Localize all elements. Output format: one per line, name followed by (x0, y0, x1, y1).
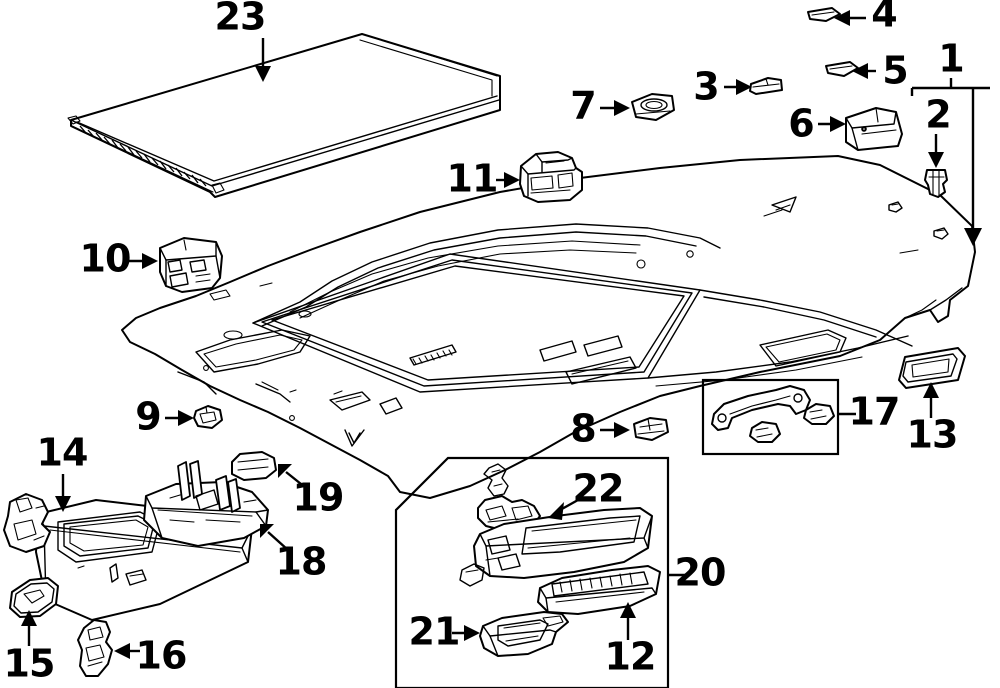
leader-3 (724, 79, 752, 95)
part-15-visor-support-cap[interactable] (9, 577, 59, 618)
callout-number-20[interactable]: 20 (675, 551, 727, 595)
callout-number-17[interactable]: 17 (849, 390, 901, 434)
assist-grip-cap-left[interactable] (749, 421, 781, 443)
leader-1 (910, 78, 990, 246)
callout-number-13[interactable]: 13 (907, 413, 959, 457)
callout-number-6[interactable]: 6 (788, 102, 814, 146)
callout-number-22[interactable]: 22 (573, 467, 625, 511)
leader-12 (620, 602, 636, 640)
leader-19 (278, 464, 307, 489)
callout-number-16[interactable]: 16 (136, 634, 188, 678)
part-13-dome-lamp-lens[interactable] (898, 347, 966, 389)
part-12-map-lamp-lens[interactable] (537, 565, 661, 615)
assist-grip-cap-right[interactable] (803, 403, 835, 425)
callout-number-12[interactable]: 12 (605, 635, 657, 679)
group-box-20-console-subassembly[interactable] (394, 456, 670, 688)
leader-6 (818, 116, 846, 132)
callout-number-23[interactable]: 23 (215, 0, 267, 39)
part-19-lamp-bulb[interactable] (231, 451, 277, 481)
callout-number-14[interactable]: 14 (37, 431, 89, 475)
part-1-headliner-main-panel[interactable] (121, 155, 976, 499)
callout-number-3[interactable]: 3 (693, 65, 719, 109)
console-housing-body[interactable] (459, 507, 653, 587)
leader-14 (55, 474, 71, 512)
leader-16 (114, 643, 140, 659)
part-8-clip-bracket[interactable] (633, 417, 669, 441)
leader-9 (165, 410, 194, 426)
leader-7 (600, 100, 630, 116)
leader-2 (928, 134, 944, 168)
group-box-17-assist-grips[interactable] (701, 378, 840, 456)
part-10-sunroof-switch[interactable] (159, 237, 223, 293)
callout-number-9[interactable]: 9 (135, 395, 161, 439)
assist-grip-bar[interactable] (711, 385, 811, 431)
leader-23 (255, 38, 271, 82)
leader-4 (834, 10, 866, 26)
leader-5 (852, 63, 876, 79)
callout-number-4[interactable]: 4 (871, 0, 897, 36)
leader-8 (600, 422, 630, 438)
callout-number-18[interactable]: 18 (276, 540, 328, 584)
leader-13 (923, 382, 939, 418)
callout-number-10[interactable]: 10 (80, 237, 132, 281)
leader-21 (452, 625, 480, 641)
part-9-visor-hook-clip[interactable] (193, 405, 223, 429)
callout-number-7[interactable]: 7 (570, 84, 596, 128)
callout-number-1[interactable]: 1 (938, 37, 964, 81)
part-6-grip-bracket-cap[interactable] (845, 107, 903, 151)
callout-number-5[interactable]: 5 (882, 49, 908, 93)
callout-number-8[interactable]: 8 (570, 407, 596, 451)
leader-22 (548, 498, 579, 520)
part-11-roof-console-switch[interactable] (519, 151, 583, 203)
part-7-boss-cap-retainer[interactable] (631, 93, 675, 121)
part-16-visor-hinge-bracket[interactable] (77, 619, 113, 677)
part-18-overhead-console-housing[interactable] (143, 460, 269, 547)
leader-18 (260, 524, 289, 551)
leader-10 (129, 253, 158, 269)
part-5-wedge-shim-lower[interactable] (825, 61, 859, 77)
part-4-wedge-shim-upper[interactable] (807, 7, 841, 22)
part-21-console-door[interactable] (479, 611, 569, 657)
callout-number-19[interactable]: 19 (293, 476, 345, 520)
part-2-retainer-clip[interactable] (924, 169, 948, 198)
leader-15 (21, 610, 37, 646)
part-23-sunshade-panel[interactable] (67, 33, 501, 198)
leader-11 (496, 172, 520, 188)
callout-number-11[interactable]: 11 (447, 157, 499, 201)
part-3-trim-clip-cover[interactable] (749, 77, 783, 95)
callout-number-15[interactable]: 15 (4, 642, 56, 686)
callout-number-2[interactable]: 2 (925, 93, 951, 137)
callout-number-21[interactable]: 21 (409, 610, 461, 654)
